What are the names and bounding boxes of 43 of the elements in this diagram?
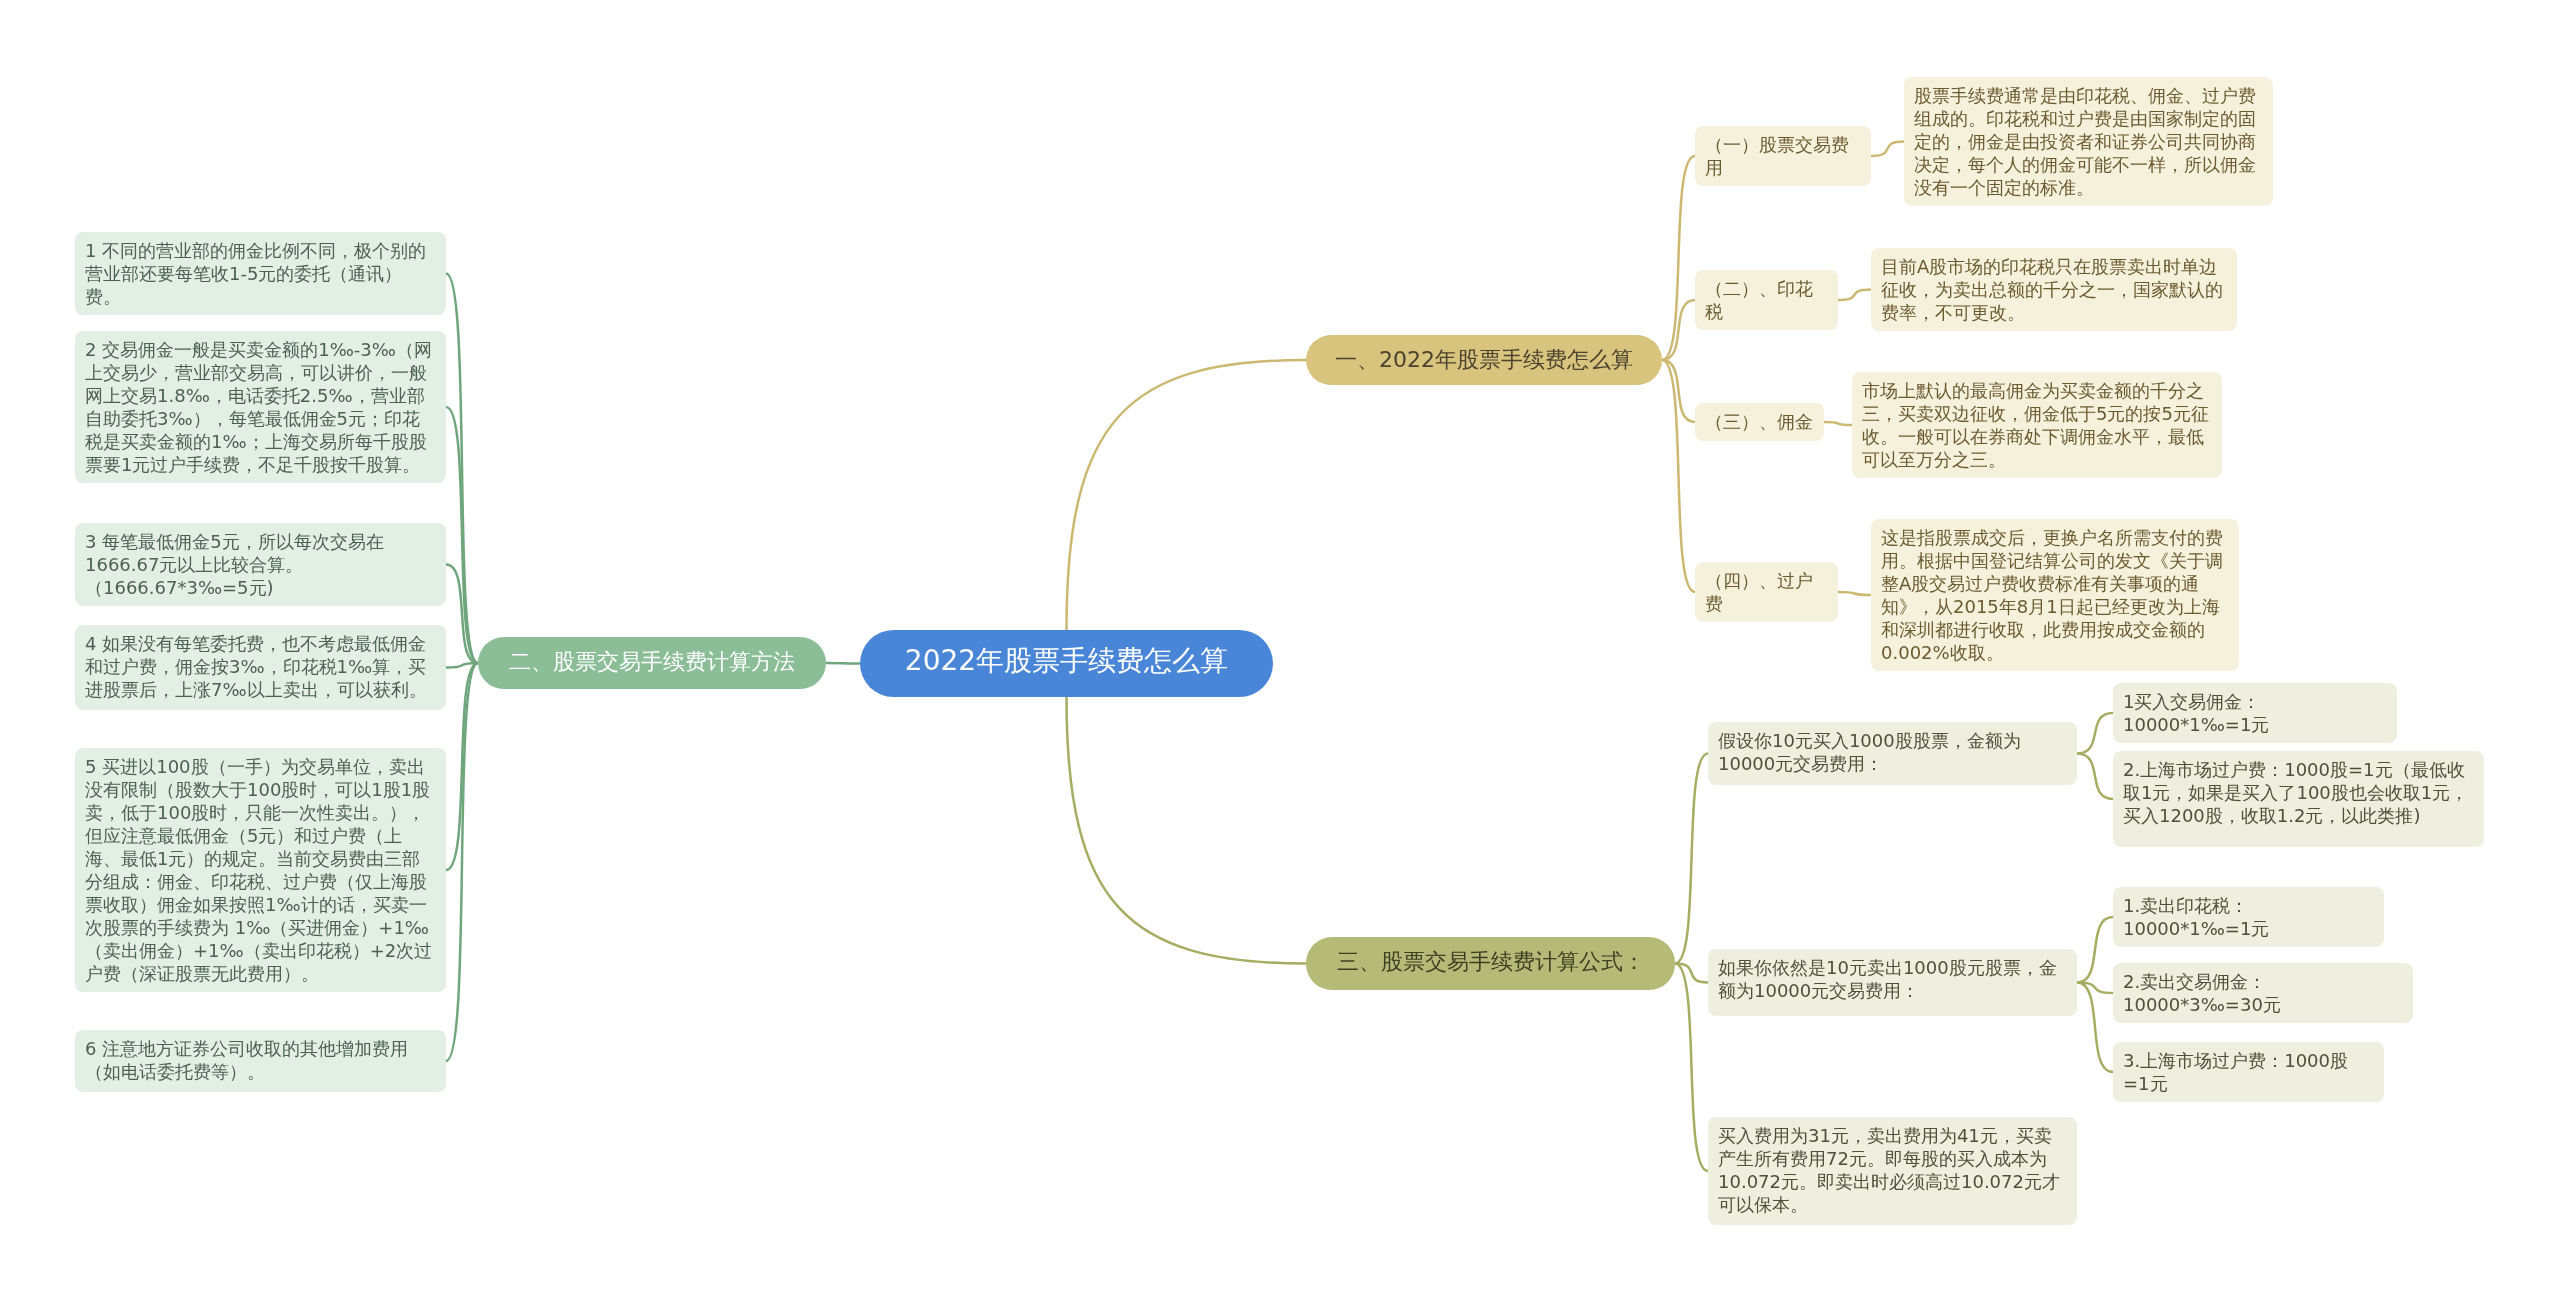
connector-line xyxy=(1661,154,1696,362)
note-box: 5 买进以100股（一手）为交易单位，卖出没有限制（股数大于100股时，可以1股1股卖，低于100股时，只能一次性卖出。），但应注意最低佣金（5元）和过户费（上海、最低1元）的规定。当前交易费由三部分组成：佣金、印花税、过户费（仅上海股票收取）佣金如果按照1‰计的话，买卖一次股票的手续费为 1‰（买进佣金）+1‰（卖出佣金）+1‰（卖出印花税）+2次过户费（深证股票无此费用）。 xyxy=(75,748,446,992)
connector-line xyxy=(1065,696,1307,965)
connector-line xyxy=(1065,358,1307,631)
note-box: 1 不同的营业部的佣金比例不同，极个别的营业部还要每笔收1-5元的委托（通讯）费。 xyxy=(75,232,446,315)
connector-line xyxy=(2076,752,2114,801)
subtopic-box: （四）、过户费 xyxy=(1695,562,1838,622)
subtopic-box: （三）、佣金 xyxy=(1695,403,1824,441)
note-box: 如果你依然是10元卖出1000股元股票，金额为10000元交易费用： xyxy=(1708,949,2077,1016)
connector-line xyxy=(1661,298,1696,362)
connector-line xyxy=(1674,752,1709,965)
subtopic-box: （二）、印花税 xyxy=(1695,270,1838,330)
note-box: 股票手续费通常是由印花税、佣金、过户费组成的。印花税和过户费是由国家制定的固定的，佣金是由投资者和证券公司共同协商决定，每个人的佣金可能不一样，所以佣金没有一个固定的标准。 xyxy=(1904,77,2273,206)
connector-line xyxy=(1838,590,1871,597)
note-box: 2.上海市场过户费：1000股=1元（最低收取1元，如果是买入了100股也会收取1元，买入1200股，收取1.2元，以此类推) xyxy=(2113,751,2484,847)
central-topic: 2022年股票手续费怎么算 xyxy=(860,630,1273,697)
branch-topic: 二、股票交易手续费计算方法 xyxy=(478,637,826,689)
note-box: 3.上海市场过户费：1000股=1元 xyxy=(2113,1042,2384,1102)
connector-line xyxy=(1870,140,1905,158)
note-box: 4 如果没有每笔委托费，也不考虑最低佣金和过户费，佣金按3‰，印花税1‰算，买进股票后，上涨7‰以上卖出，可以获利。 xyxy=(75,625,446,710)
note-box: 2.卖出交易佣金：10000*3‰=30元 xyxy=(2113,963,2413,1023)
connector-line xyxy=(445,662,479,1062)
branch-topic: 三、股票交易手续费计算公式： xyxy=(1306,937,1675,990)
connector-line xyxy=(445,272,479,664)
note-box: 目前A股市场的印花税只在股票卖出时单边征收，为卖出总额的千分之一，国家默认的费率，不可更改。 xyxy=(1871,248,2237,331)
connector-line xyxy=(826,661,860,665)
note-box: 这是指股票成交后，更换户名所需支付的费用。根据中国登记结算公司的发文《关于调整A股交易过户费收费标准有关事项的通知》，从2015年8月1日起已经更改为上海和深圳都进行收取，此费用按成交金额的0.002%收取。 xyxy=(1871,519,2239,671)
connector-line xyxy=(1837,288,1872,302)
subtopic-box: （一）股票交易费用 xyxy=(1695,126,1871,186)
note-box: 2 交易佣金一般是买卖金额的1‰-3‰（网上交易少，营业部交易高，可以讲价，一般网上交易1.8‰，电话委托2.5‰，营业部自助委托3‰），每笔最低佣金5元；印花税是买卖金额的1‰；上海交易所每千股股票要1元过户手续费，不足千股按千股算。 xyxy=(75,331,446,483)
note-box: 1买入交易佣金：10000*1‰=1元 xyxy=(2113,683,2397,743)
note-box: 1.卖出印花税：10000*1‰=1元 xyxy=(2113,887,2384,947)
connector-line xyxy=(1661,359,1696,593)
connector-line xyxy=(1824,420,1852,427)
connector-line xyxy=(2076,981,2114,1074)
branch-topic: 一、2022年股票手续费怎么算 xyxy=(1306,335,1662,385)
note-box: 市场上默认的最高佣金为买卖金额的千分之三，买卖双边征收，佣金低于5元的按5元征收。一般可以在券商处下调佣金水平，最低可以至万分之三。 xyxy=(1852,372,2222,478)
note-box: 买入费用为31元，卖出费用为41元，买卖产生所有费用72元。即每股的买入成本为10.072元。即卖出时必须高过10.072元才可以保本。 xyxy=(1708,1117,2077,1225)
note-box: 3 每笔最低佣金5元，所以每次交易在1666.67元以上比较合算。（1666.67*3‰=5元) xyxy=(75,523,446,606)
connector-line xyxy=(2076,711,2114,755)
note-box: 6 注意地方证券公司收取的其他增加费用（如电话委托费等）。 xyxy=(75,1030,446,1092)
note-box: 假设你10元买入1000股股票，金额为10000元交易费用： xyxy=(1708,722,2077,785)
connector-line xyxy=(1674,962,1709,1172)
